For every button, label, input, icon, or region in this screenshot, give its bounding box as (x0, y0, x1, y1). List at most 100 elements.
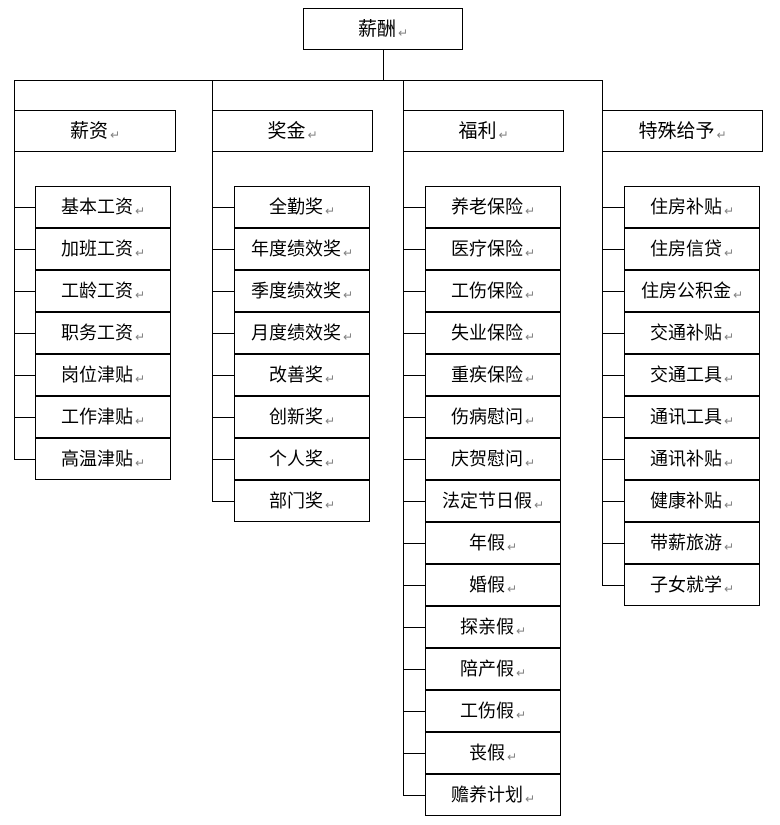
leaf-node-0-0[interactable]: 基本工资↵ (35, 186, 171, 228)
leaf-node-3-1-text: 住房信贷↵ (649, 239, 734, 259)
leaf-node-2-7[interactable]: 法定节日假↵ (425, 480, 561, 522)
branch-node-0[interactable]: 薪资↵ (14, 110, 176, 152)
root-node[interactable]: 薪酬↵ (303, 8, 463, 50)
leaf-node-2-14[interactable]: 赡养计划↵ (425, 774, 561, 816)
branch-node-3[interactable]: 特殊给予↵ (602, 110, 763, 152)
branch-connector-3 (602, 80, 603, 110)
branch-node-2-label: 福利 (458, 120, 497, 142)
leaf-node-1-7-text: 部门奖↵ (269, 492, 336, 512)
leaf-node-3-5[interactable]: 通讯工具↵ (624, 396, 760, 438)
leaf-node-1-2[interactable]: 季度绩效奖↵ (234, 270, 370, 312)
paragraph-mark-icon: ↵ (324, 498, 336, 512)
leaf-stub-3-2 (602, 291, 624, 292)
leaf-node-3-7-label: 健康补贴 (649, 491, 722, 511)
leaf-node-0-5-text: 工作津贴↵ (60, 407, 145, 427)
leaf-node-1-4[interactable]: 改善奖↵ (234, 354, 370, 396)
leaf-node-3-9-text: 子女就学↵ (650, 576, 734, 595)
leaf-node-0-3[interactable]: 职务工资↵ (35, 312, 171, 354)
leaf-node-3-1-label: 住房信贷 (649, 239, 722, 259)
leaf-node-2-12-text: 工伤假↵ (460, 702, 527, 722)
leaf-node-1-1-text: 年度绩效奖↵ (251, 240, 353, 259)
leaf-node-2-14-text: 赡养计划↵ (451, 786, 536, 806)
leaf-node-2-3[interactable]: 失业保险↵ (425, 312, 561, 354)
paragraph-mark-icon: ↵ (723, 330, 735, 344)
leaf-node-0-5-label: 工作津贴 (60, 407, 133, 427)
leaf-node-3-2[interactable]: 住房公积金↵ (624, 270, 760, 312)
paragraph-mark-icon: ↵ (723, 204, 735, 218)
branch-node-2-text: 福利↵ (458, 122, 508, 141)
leaf-node-2-12[interactable]: 工伤假↵ (425, 690, 561, 732)
leaf-node-2-6-label: 庆贺慰问 (450, 449, 523, 469)
leaf-node-1-3[interactable]: 月度绩效奖↵ (234, 312, 370, 354)
branch-node-0-label: 薪资 (69, 120, 108, 142)
leaf-node-2-4[interactable]: 重疾保险↵ (425, 354, 561, 396)
leaf-node-0-6[interactable]: 高温津贴↵ (35, 438, 171, 480)
leaf-node-2-9[interactable]: 婚假↵ (425, 564, 561, 606)
paragraph-mark-icon: ↵ (723, 414, 735, 428)
leaf-node-2-2[interactable]: 工伤保险↵ (425, 270, 561, 312)
leaf-node-3-3[interactable]: 交通补贴↵ (624, 312, 760, 354)
leaf-node-0-5[interactable]: 工作津贴↵ (35, 396, 171, 438)
leaf-node-3-0[interactable]: 住房补贴↵ (624, 186, 760, 228)
leaf-node-2-1[interactable]: 医疗保险↵ (425, 228, 561, 270)
paragraph-mark-icon: ↵ (533, 498, 545, 512)
leaf-stub-0-6 (14, 459, 35, 460)
leaf-node-2-6[interactable]: 庆贺慰问↵ (425, 438, 561, 480)
leaf-node-1-6[interactable]: 个人奖↵ (234, 438, 370, 480)
leaf-stub-3-4 (602, 375, 624, 376)
leaf-node-3-6[interactable]: 通讯补贴↵ (624, 438, 760, 480)
leaf-node-3-4[interactable]: 交通工具↵ (624, 354, 760, 396)
branch-node-2[interactable]: 福利↵ (403, 110, 564, 152)
leaf-stub-1-5 (212, 417, 234, 418)
leaf-node-2-11[interactable]: 陪产假↵ (425, 648, 561, 690)
leaf-node-3-8-text: 带薪旅游↵ (650, 534, 734, 553)
leaf-node-3-9[interactable]: 子女就学↵ (624, 564, 760, 606)
paragraph-mark-icon: ↵ (324, 372, 336, 386)
leaf-node-2-5[interactable]: 伤病慰问↵ (425, 396, 561, 438)
leaf-node-3-8[interactable]: 带薪旅游↵ (624, 522, 760, 564)
leaf-node-2-13[interactable]: 丧假↵ (425, 732, 561, 774)
leaf-node-1-5-label: 创新奖 (268, 407, 323, 427)
branch-node-1[interactable]: 奖金↵ (212, 110, 373, 152)
leaf-stub-3-7 (602, 501, 624, 502)
leaf-node-3-2-text: 住房公积金↵ (641, 282, 744, 302)
leaf-stub-2-10 (403, 627, 425, 628)
leaf-node-1-5[interactable]: 创新奖↵ (234, 396, 370, 438)
leaf-node-0-4[interactable]: 岗位津贴↵ (35, 354, 171, 396)
leaf-node-2-1-text: 医疗保险↵ (451, 240, 535, 259)
branch-connector-2 (403, 80, 404, 110)
leaf-node-1-1[interactable]: 年度绩效奖↵ (234, 228, 370, 270)
leaf-node-1-4-text: 改善奖↵ (268, 365, 336, 386)
leaf-node-2-11-label: 陪产假 (459, 659, 514, 679)
leaf-node-2-0[interactable]: 养老保险↵ (425, 186, 561, 228)
paragraph-mark-icon: ↵ (524, 414, 536, 428)
leaf-node-1-4-label: 改善奖 (268, 365, 323, 385)
branch-spine-3 (602, 152, 603, 585)
leaf-node-2-8[interactable]: 年假↵ (425, 522, 561, 564)
leaf-node-3-4-label: 交通工具 (649, 365, 722, 385)
leaf-node-0-2[interactable]: 工龄工资↵ (35, 270, 171, 312)
paragraph-mark-icon: ↵ (515, 624, 527, 638)
paragraph-mark-icon: ↵ (524, 456, 536, 470)
leaf-node-0-1[interactable]: 加班工资↵ (35, 228, 171, 270)
leaf-node-3-0-text: 住房补贴↵ (650, 198, 735, 218)
leaf-stub-2-11 (403, 669, 425, 670)
leaf-stub-3-5 (602, 417, 624, 418)
leaf-node-2-8-label: 年假 (468, 533, 505, 553)
leaf-node-3-1[interactable]: 住房信贷↵ (624, 228, 760, 270)
paragraph-mark-icon: ↵ (342, 288, 354, 302)
leaf-stub-2-9 (403, 585, 425, 586)
leaf-node-3-7[interactable]: 健康补贴↵ (624, 480, 760, 522)
leaf-node-1-0[interactable]: 全勤奖↵ (234, 186, 370, 228)
leaf-stub-2-5 (403, 417, 425, 418)
paragraph-mark-icon: ↵ (732, 288, 744, 302)
root-node-text: 薪酬↵ (358, 20, 408, 39)
paragraph-mark-icon: ↵ (524, 792, 536, 806)
paragraph-mark-icon: ↵ (515, 708, 527, 722)
leaf-stub-2-13 (403, 753, 425, 754)
branch-connector-0 (14, 80, 15, 110)
branch-spine-2 (403, 152, 404, 795)
leaf-node-1-7[interactable]: 部门奖↵ (234, 480, 370, 522)
leaf-node-2-10[interactable]: 探亲假↵ (425, 606, 561, 648)
paragraph-mark-icon: ↵ (109, 127, 121, 142)
